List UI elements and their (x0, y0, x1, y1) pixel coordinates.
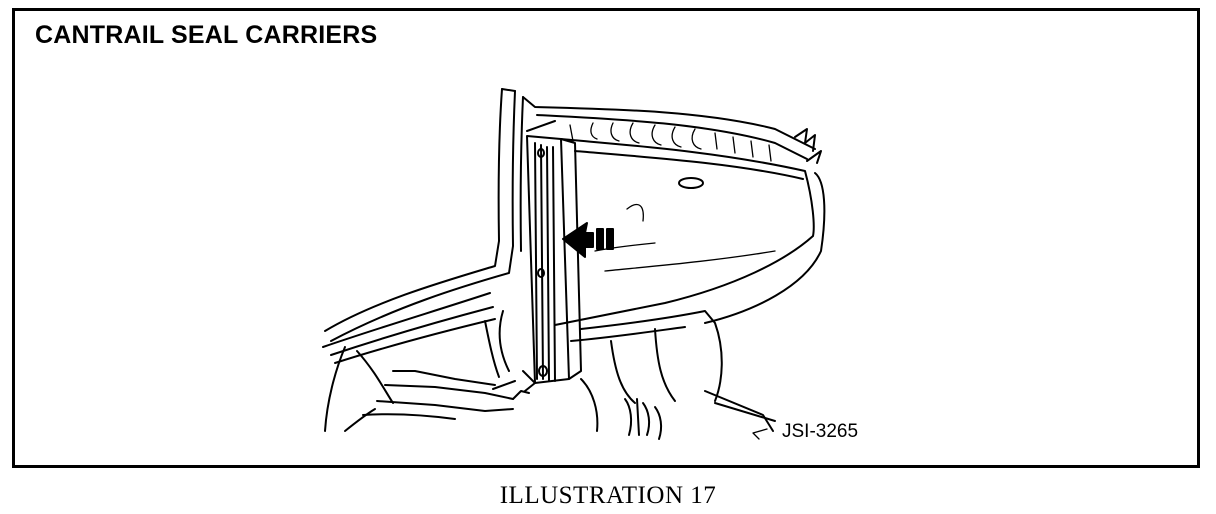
cantrail-seal-carrier (522, 135, 582, 392)
vehicle-rear-corner-drawing (322, 88, 826, 440)
illustration-caption: ILLUSTRATION 17 (499, 482, 717, 509)
diagram-title: CANTRAIL SEAL CARRIERS (35, 21, 378, 49)
roof-rail (522, 96, 822, 164)
reference-leader-line (752, 428, 768, 440)
door-opening-panel (554, 138, 826, 326)
body-pillar (322, 88, 524, 364)
reference-code: JSI-3265 (782, 421, 859, 442)
illustration-frame: CANTRAIL SEAL CARRIERS (12, 8, 1200, 468)
lower-body-structure (570, 310, 776, 440)
lower-left-trim (324, 310, 530, 432)
direction-arrow-left (562, 222, 614, 258)
